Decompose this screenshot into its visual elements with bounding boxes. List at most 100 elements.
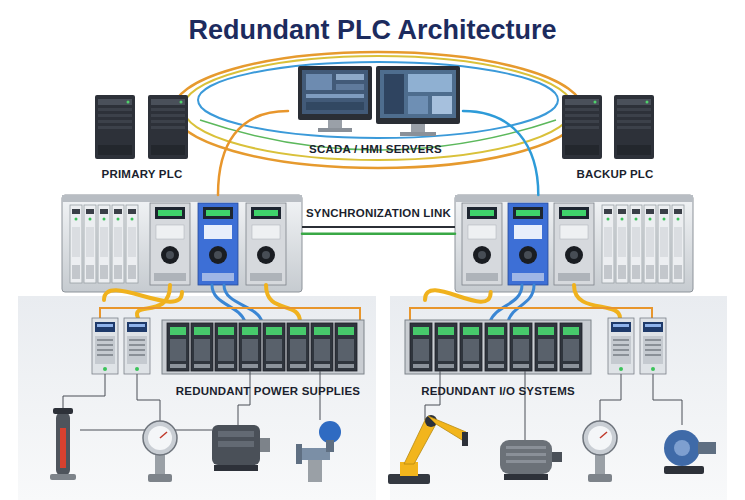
io-rack-part [405,320,591,374]
hmi-monitor-part [408,96,428,114]
motor-drive-part [260,438,270,452]
flow-valve-part [319,421,341,443]
flow-valve-part [326,440,334,452]
connector-line [104,290,182,301]
robot-arm [388,415,468,484]
motor-part [506,460,546,463]
network-ring-part [198,62,558,138]
field-panel [18,296,376,500]
motor-drive-part [218,441,254,447]
hmi-monitor-part [336,84,364,90]
diagram-title: Redundant PLC Architecture [0,13,745,47]
io-slot [70,205,82,283]
network-ring-part [183,56,573,160]
motor-part [504,474,548,480]
signal-wire-part [137,374,160,421]
io-slot [112,205,124,283]
temperature-sensor-part [56,412,70,476]
field-cable-part [224,285,262,322]
robot-arm-part [428,416,466,440]
io-module [335,323,357,371]
server-tower [148,95,188,159]
power-supply-unit [92,318,118,374]
power-node: REDUNDANT POWER SUPPLIES [80,300,380,400]
hmi-monitor-part [328,120,342,128]
io-slot [644,205,656,283]
temperature-sensor-part [53,408,73,414]
cpu-module [462,203,502,285]
temperature-sensor [50,408,76,480]
plc-rack [62,195,302,292]
power-supply-unit [608,318,634,374]
hmi-monitor-part [411,124,425,132]
io-module [435,323,457,371]
io-module [191,323,213,371]
io-module [410,323,432,371]
pump-part [664,430,700,466]
hmi-monitor-part [400,132,436,136]
motor-drive-part [212,425,260,465]
connector-line [463,111,538,195]
motor-part [506,453,546,456]
io-rack [162,320,364,374]
temperature-sensor-part [60,428,66,468]
connector-line [218,111,288,195]
temperature-sensor-part [50,474,76,480]
motor [500,440,562,480]
pump-part [698,442,716,454]
field-cable-part [574,285,620,318]
io-module [167,323,189,371]
hmi-monitor-part [306,74,332,90]
flow-valve-part [296,444,302,464]
power-supply-unit [124,318,150,374]
io-module [485,323,507,371]
flow-valve-part [300,448,330,460]
node-label: REDUNDANT POWER SUPPLIES [168,384,368,398]
io-slot [658,205,670,283]
io-slot [672,205,684,283]
sync-cable [302,226,455,228]
pressure-gauge [583,421,617,482]
plc-rack-part [455,195,693,292]
power-supply-unit [640,318,666,374]
io-module [287,323,309,371]
io-module [239,323,261,371]
io-slot [84,205,96,283]
network-ring [173,52,583,168]
hmi-monitor-part [336,74,364,80]
hmi-monitor [298,66,372,132]
hmi-monitor-part [306,94,364,98]
comm-module [198,203,238,285]
node-label: SCADA / HMI SERVERS [288,142,463,156]
hmi-monitor-part [318,128,352,132]
plc-node: PRIMARY PLC [62,195,302,292]
io-module [510,323,532,371]
io-rack [405,320,591,374]
io-module [535,323,557,371]
pump-part [674,440,690,456]
connector-line [425,290,491,301]
field-cable-part [508,285,534,322]
io-slot [630,205,642,283]
field-panel [390,296,727,500]
signal-wire-part [63,374,105,412]
io-slot [602,205,614,283]
scada-node: SCADA / HMI SERVERS [288,62,463,160]
robot-arm-part [462,432,468,446]
io-module [460,323,482,371]
motor-drive-part [214,465,258,471]
hmi-monitor [376,66,460,136]
cpu-module [150,203,190,285]
server-tower [95,95,135,159]
signal-wire-part [600,374,621,421]
network-ring-part [173,52,583,168]
io-module [263,323,285,371]
io-slot [126,205,138,283]
io-module [560,323,582,371]
server-tower [614,95,654,159]
field-cable [100,285,652,322]
motor-part [500,440,552,474]
hmi-monitor-part [302,70,368,114]
signal-wire-part [238,371,250,425]
